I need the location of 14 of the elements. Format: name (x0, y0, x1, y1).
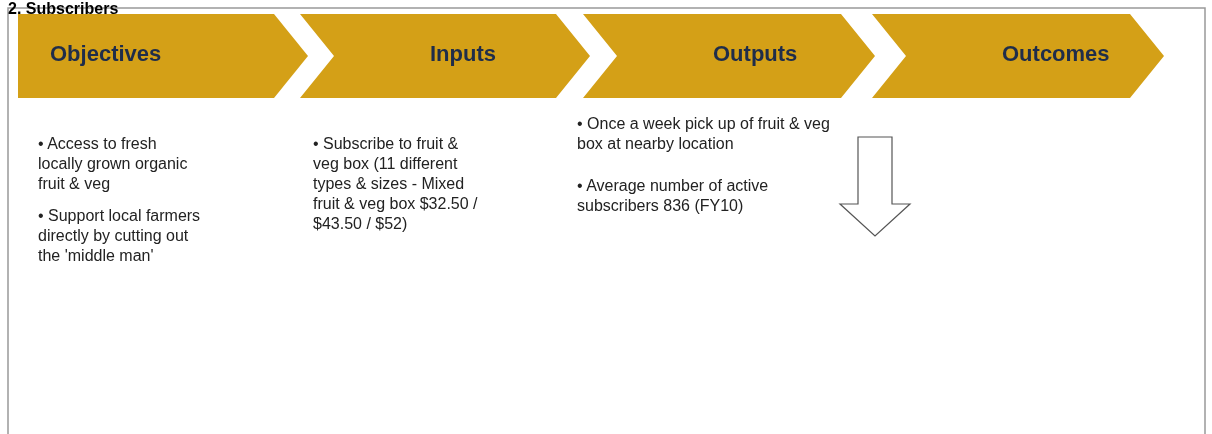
step-label: Objectives (50, 41, 162, 67)
chevron-step (872, 14, 1164, 98)
chevron-step (583, 14, 875, 98)
bullet-text: • Once a week pick up of fruit & veg box at nearby location (577, 114, 831, 154)
bullet-text: • Subscribe to fruit & veg box (11 different types & sizes - Mixed fruit & veg box $32.50 / $43.50 / $52) (313, 134, 479, 234)
step-label: Outcomes (1002, 41, 1110, 67)
bullet-text: • Support local farmers directly by cutting out the 'middle man' (38, 206, 202, 266)
bullet-text: • Access to fresh locally grown organic fruit & veg (38, 134, 189, 194)
chevron-step (300, 14, 590, 98)
step-label: Outputs (713, 41, 798, 67)
bullet-text: • Average number of active subscribers 836 (FY10) (577, 176, 770, 216)
step-label: Inputs (430, 41, 496, 67)
diagram-title: 2. Subscribers (8, 0, 119, 18)
chevron-step (18, 14, 308, 98)
